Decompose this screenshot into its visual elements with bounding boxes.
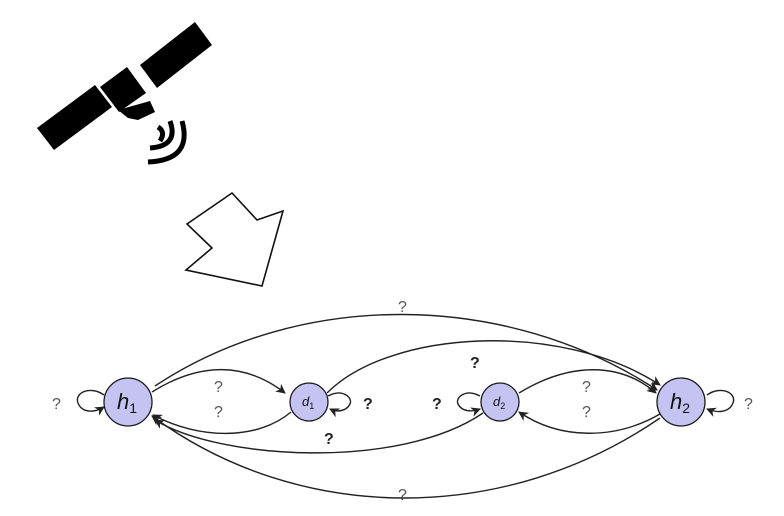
edge-d2-h1 xyxy=(154,412,484,454)
self-loop-h1 xyxy=(76,389,105,416)
label-d1-self: ? xyxy=(363,396,373,413)
edge-h2-h1-bottom xyxy=(151,415,661,499)
label-h1-h2-top: ? xyxy=(398,299,407,316)
node-d1-base: d xyxy=(302,394,310,409)
self-loop-h2 xyxy=(706,389,735,417)
satellite-icon xyxy=(37,22,212,165)
node-d1-sub: 1 xyxy=(309,401,314,411)
label-h2-d2: ? xyxy=(582,404,591,421)
down-left-arrow-icon xyxy=(184,191,285,287)
label-d2-h2: ? xyxy=(582,379,591,396)
node-h2: h2 xyxy=(656,377,706,427)
edge-d2-h2 xyxy=(518,369,657,394)
edge-d1-h1 xyxy=(152,411,292,435)
node-d2-base: d xyxy=(493,394,501,409)
label-h1-self: ? xyxy=(52,396,61,413)
label-d2-h1: ? xyxy=(324,431,334,448)
edge-h1-d1 xyxy=(151,369,286,394)
label-d1-h2: ? xyxy=(470,355,480,372)
node-h2-sub: 2 xyxy=(682,400,690,416)
label-d1-h1: ? xyxy=(214,404,223,421)
edge-h2-d2 xyxy=(518,411,661,434)
node-d2-sub: 2 xyxy=(500,401,505,411)
svg-text:d1: d1 xyxy=(302,394,314,411)
edge-labels: ? ? ? ? ? ? ? ? ? ? ? ? xyxy=(52,299,753,504)
label-h2-self: ? xyxy=(744,396,753,413)
edges xyxy=(76,313,735,499)
node-d2: d2 xyxy=(480,382,520,422)
node-d1: d1 xyxy=(289,382,329,422)
label-h2-h1-bottom: ? xyxy=(398,487,407,504)
label-d2-self: ? xyxy=(432,396,442,413)
node-h2-base: h xyxy=(670,389,682,414)
self-loop-d1 xyxy=(327,392,352,418)
node-h1-base: h xyxy=(117,389,129,414)
node-h1-sub: 1 xyxy=(129,400,137,416)
edge-d1-h2 xyxy=(326,340,661,394)
self-loop-d2 xyxy=(456,392,481,417)
label-h1-d1: ? xyxy=(214,379,223,396)
svg-text:d2: d2 xyxy=(493,394,505,411)
svg-text:h2: h2 xyxy=(670,389,690,416)
node-h1: h1 xyxy=(103,377,153,427)
svg-text:h1: h1 xyxy=(117,389,137,416)
